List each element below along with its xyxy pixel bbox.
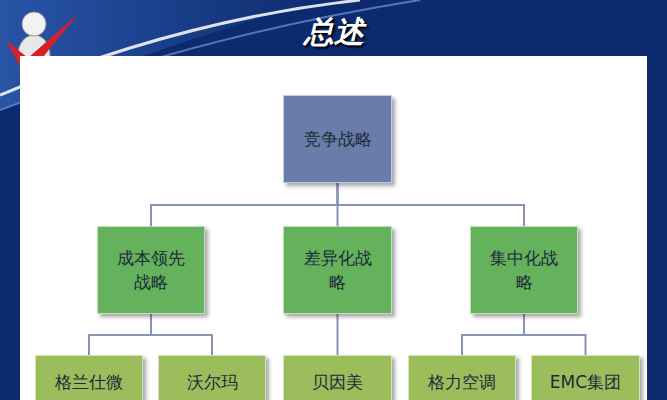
strategy-box: 竞争战略 — [283, 95, 392, 183]
tree-connector — [337, 314, 339, 355]
tree-connector — [462, 314, 524, 355]
slide-title: 总述 — [0, 12, 667, 53]
box-label: 格力空调 — [428, 356, 496, 394]
strategy-box: 差异化战略 — [283, 226, 392, 314]
box-label: 差异化战略 — [300, 246, 375, 294]
box-label: 成本领先战略 — [114, 246, 188, 294]
strategy-box: 集中化战略 — [470, 226, 578, 314]
strategy-box: 格力空调 — [408, 355, 516, 400]
tree-connector — [338, 183, 525, 226]
strategy-box: 成本领先战略 — [97, 226, 205, 314]
box-label: 竞争战略 — [304, 127, 372, 151]
tree-connector — [89, 314, 151, 355]
strategy-box: EMC集团 — [531, 355, 640, 400]
tree-connector — [151, 183, 338, 226]
strategy-box: 沃尔玛 — [158, 355, 266, 400]
strategy-box: 贝因美 — [283, 355, 392, 400]
box-label: 集中化战略 — [487, 246, 561, 294]
tree-connector — [524, 314, 586, 355]
tree-connector — [151, 314, 212, 355]
box-label: 格兰仕微 — [55, 356, 123, 394]
box-label: 贝因美 — [312, 356, 363, 394]
box-label: 沃尔玛 — [187, 356, 238, 394]
strategy-box: 格兰仕微 — [35, 355, 143, 400]
box-label: EMC集团 — [550, 356, 621, 394]
